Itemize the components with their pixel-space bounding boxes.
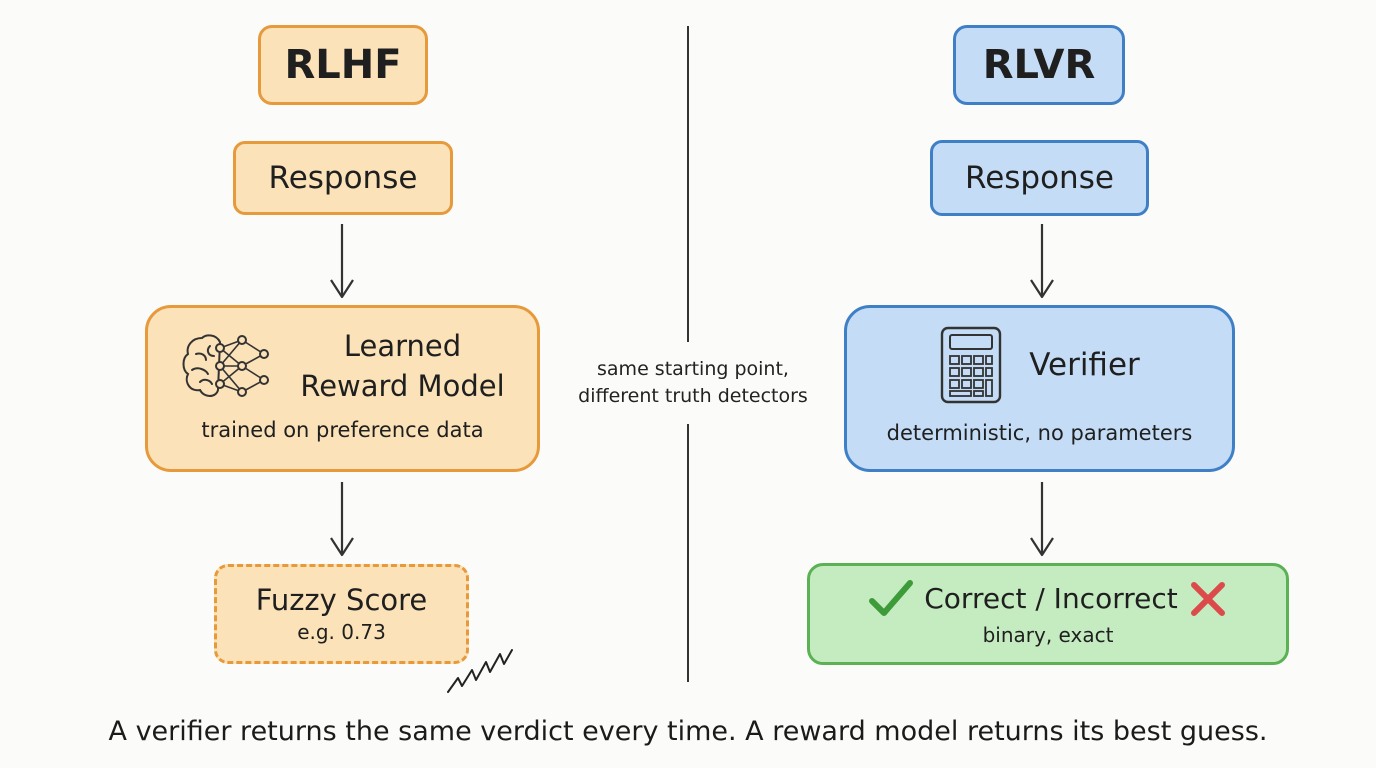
rlvr-arrow-1	[1030, 224, 1054, 299]
fuzzy-score-box: Fuzzy Score e.g. 0.73	[214, 564, 469, 664]
reward-model-line2: Reward Model	[300, 368, 505, 403]
calculator-icon	[939, 325, 1003, 405]
fuzzy-score-label: Fuzzy Score	[255, 583, 428, 617]
center-note-line1: same starting point,	[597, 358, 789, 380]
brain-network-icon	[180, 326, 276, 406]
verifier-label: Verifier	[1029, 346, 1140, 383]
correct-incorrect-sub: binary, exact	[982, 623, 1114, 647]
rlvr-response-label: Response	[965, 160, 1114, 196]
correct-incorrect-label: Correct / Incorrect	[924, 582, 1178, 615]
squiggle-icon	[447, 649, 513, 693]
correct-incorrect-box: Correct / Incorrect binary, exact	[807, 563, 1289, 665]
rlhf-arrow-2	[330, 482, 354, 557]
rlvr-title-box: RLVR	[953, 25, 1125, 105]
bottom-caption: A verifier returns the same verdict ever…	[108, 716, 1268, 747]
rlvr-arrow-2	[1030, 482, 1054, 557]
reward-model-line1: Learned	[343, 328, 462, 363]
center-divider	[687, 26, 689, 682]
verifier-sub: deterministic, no parameters	[886, 420, 1193, 445]
rlhf-arrow-1	[330, 224, 354, 299]
rlhf-response-label: Response	[268, 160, 418, 196]
center-note: same starting point, different truth det…	[548, 356, 838, 410]
rlhf-response-box: Response	[233, 141, 453, 215]
rlvr-response-box: Response	[930, 140, 1149, 216]
check-icon	[868, 579, 914, 619]
fuzzy-score-example: e.g. 0.73	[297, 620, 386, 644]
rlhf-title: RLHF	[284, 42, 402, 88]
rlvr-title: RLVR	[982, 42, 1096, 88]
verifier-box: Verifier deterministic, no parameters	[844, 305, 1235, 472]
rlhf-title-box: RLHF	[258, 25, 428, 105]
cross-icon	[1188, 579, 1228, 619]
center-note-line2: different truth detectors	[578, 385, 808, 407]
reward-model-box: Learned Reward Model trained on preferen…	[145, 305, 540, 472]
reward-model-sub: trained on preference data	[201, 417, 484, 442]
